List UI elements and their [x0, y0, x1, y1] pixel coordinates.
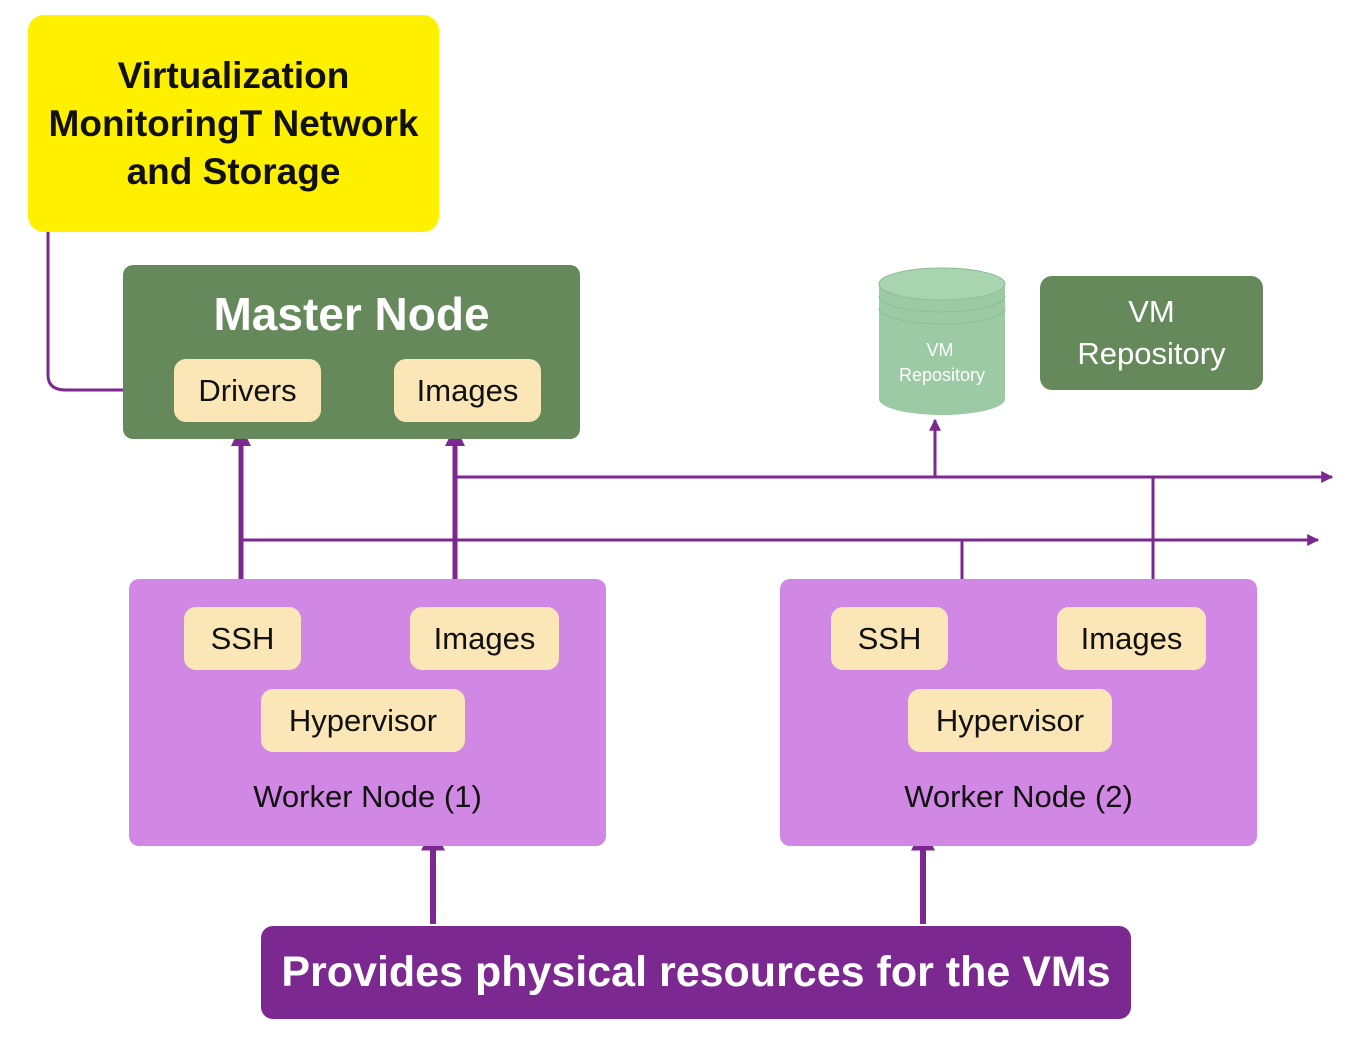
master-node-title: Master Node — [213, 288, 490, 340]
worker-1-hypervisor: Hypervisor — [261, 689, 465, 752]
vm-repository-box-line-2: Repository — [1077, 336, 1226, 371]
virtualization-note-line-1: Virtualization — [117, 54, 350, 96]
worker-1-ssh: SSH — [184, 607, 301, 670]
repository-cylinder: VM Repository — [878, 267, 1006, 415]
worker-node-1: SSH Images Hypervisor Worker Node (1) — [129, 579, 606, 846]
master-drivers: Drivers — [174, 359, 321, 422]
worker-1-images: Images — [410, 607, 559, 670]
physical-resources-banner-text: Provides physical resources for the VMs — [281, 948, 1111, 996]
repository-cylinder-line-1: VM — [927, 340, 954, 360]
worker-node-2: SSH Images Hypervisor Worker Node (2) — [780, 579, 1257, 846]
worker-2-hypervisor: Hypervisor — [908, 689, 1112, 752]
note-to-drivers-arrow — [46, 226, 142, 396]
worker-2-images: Images — [1057, 607, 1206, 670]
repository-cylinder-line-2: Repository — [899, 365, 985, 385]
master-node: Master Node Drivers Images — [123, 265, 580, 439]
worker-2-label: Worker Node (2) — [904, 779, 1133, 814]
virtualization-note-line-3: and Storage — [126, 150, 341, 192]
physical-resources-banner: Provides physical resources for the VMs — [261, 926, 1131, 1019]
vm-repository-box: VM Repository — [1040, 276, 1263, 390]
virtualization-note: Virtualization MonitoringT Network and S… — [28, 15, 439, 232]
vm-repository-box-line-1: VM — [1128, 294, 1175, 329]
virtualization-note-line-2: MonitoringT Network — [48, 102, 419, 144]
worker-1-label: Worker Node (1) — [253, 779, 482, 814]
worker-2-ssh: SSH — [831, 607, 948, 670]
master-images: Images — [394, 359, 541, 422]
